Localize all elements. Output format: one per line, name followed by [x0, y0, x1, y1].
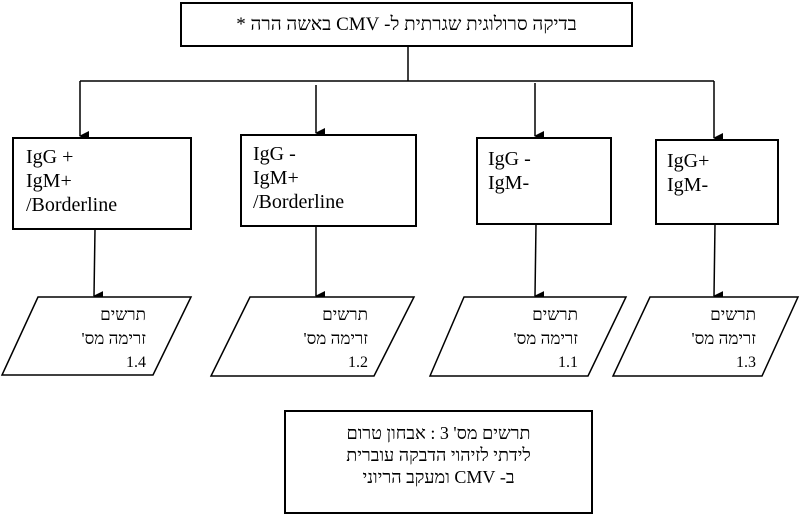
- note-line-2: לידתי לזיהוי הדבקה עוברית: [346, 445, 531, 465]
- top-test-box: בדיקה סרולוגית שגרתית ל- CMV באשה הרה *: [180, 2, 633, 47]
- outcome-1-line-2: זרימה מס': [81, 329, 146, 348]
- arrow-to-outcome-4: [713, 223, 724, 302]
- note-box: תרשים מס' 3 : אבחון טרום לידתי לזיהוי הד…: [284, 410, 593, 514]
- note-line-3: ב- CMV ומעקב הריוני: [362, 467, 515, 487]
- result-box-3: IgG - IgM-: [476, 137, 612, 225]
- outcome-1-line-1: תרשים: [100, 305, 146, 324]
- outcome-1-number: 1.4: [126, 354, 146, 371]
- result-4-line-1: IgG+: [667, 150, 710, 172]
- outcome-label-4: תרשים זרימה מס' 1.3: [650, 303, 756, 375]
- outcome-label-3: תרשים זרימה מס' 1.1: [472, 303, 578, 375]
- outcome-label-1: תרשים זרימה מס' 1.4: [40, 303, 146, 375]
- outcome-label-2: תרשים זרימה מס' 1.2: [262, 303, 368, 375]
- result-2-line-1: IgG -: [253, 143, 296, 165]
- outcome-3-number: 1.1: [558, 354, 578, 371]
- result-box-1: IgG + IgM+ /Borderline: [12, 137, 192, 230]
- result-box-2: IgG - IgM+ /Borderline: [240, 134, 417, 227]
- result-3-line-2: IgM-: [488, 172, 530, 194]
- outcome-3-line-1: תרשים: [532, 305, 578, 324]
- result-1-line-3: /Borderline: [26, 194, 118, 216]
- result-4-line-2: IgM-: [667, 174, 709, 196]
- outcome-4-number: 1.3: [736, 354, 756, 371]
- top-test-label: בדיקה סרולוגית שגרתית ל- CMV באשה הרה *: [236, 14, 577, 35]
- outcome-2-line-2: זרימה מס': [303, 329, 368, 348]
- outcome-shape-2: [209, 296, 416, 377]
- result-1-line-1: IgG +: [26, 146, 74, 168]
- result-box-4: IgG+ IgM-: [655, 139, 779, 225]
- arrow-to-outcome-3: [534, 223, 545, 302]
- note-line-1: תרשים מס' 3 : אבחון טרום: [346, 423, 531, 443]
- outcome-2-line-1: תרשים: [322, 305, 368, 324]
- outcome-shape-4: [611, 296, 800, 377]
- outcome-shape-1: [0, 296, 193, 376]
- result-2-line-3: /Borderline: [253, 191, 345, 213]
- result-3-line-1: IgG -: [488, 148, 531, 170]
- outcome-4-line-2: זרימה מס': [691, 329, 756, 348]
- outcome-2-number: 1.2: [348, 354, 368, 371]
- arrow-to-outcome-1: [93, 228, 104, 302]
- outcome-3-line-2: זרימה מס': [513, 329, 578, 348]
- result-1-line-2: IgM+: [26, 170, 72, 192]
- result-2-line-2: IgM+: [253, 167, 299, 189]
- outcome-4-line-1: תרשים: [710, 305, 756, 324]
- outcome-shape-3: [428, 296, 628, 377]
